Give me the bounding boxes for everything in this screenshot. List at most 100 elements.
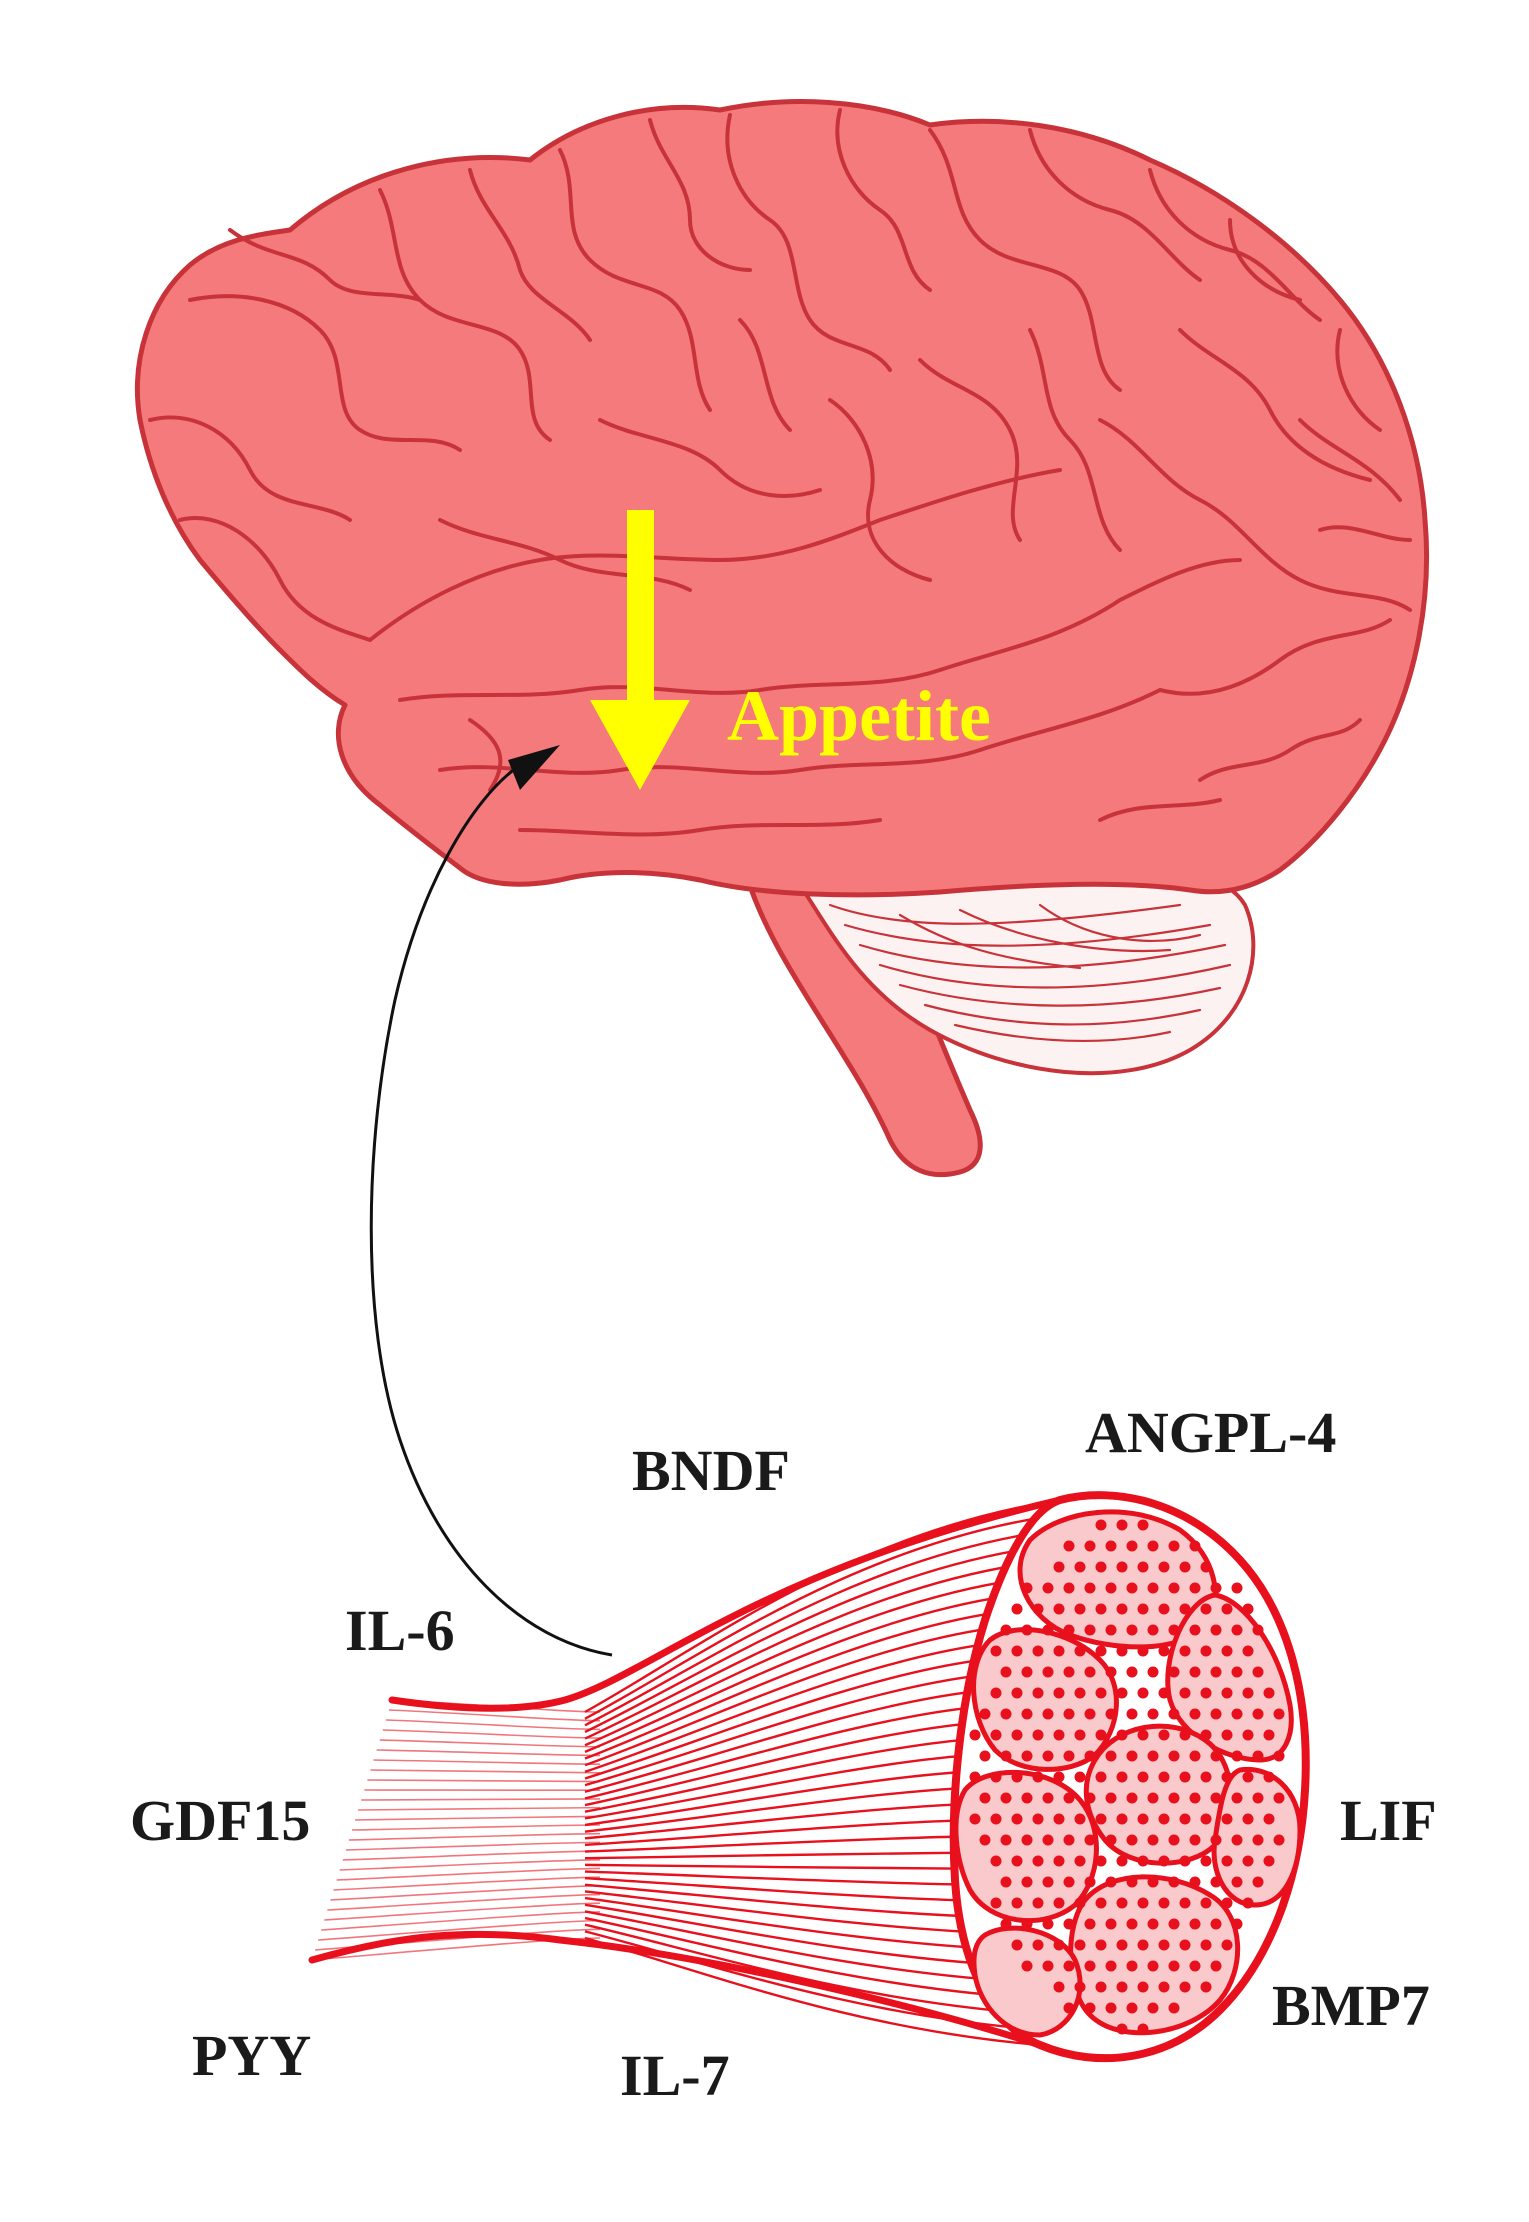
fiber-dot [990, 1729, 1002, 1741]
fiber-dot [1000, 1708, 1012, 1720]
muscle-fiber [584, 1890, 987, 1934]
fiber-dot [1063, 1918, 1075, 1930]
fiber-dot [1147, 1624, 1159, 1636]
fiber-dot [1105, 1540, 1117, 1552]
muscle-fiber [584, 1916, 1016, 1999]
fiber-dot [1084, 1834, 1096, 1846]
fiber-dot [1137, 2023, 1149, 2035]
fiber-dot [1095, 1519, 1107, 1531]
fiber-dot [1095, 1813, 1107, 1825]
fiber-dot [1105, 1834, 1117, 1846]
fiber-dot [1042, 1834, 1054, 1846]
muscle-fibers [584, 1498, 1061, 2047]
fiber-dot [1273, 1834, 1285, 1846]
fiber-dot [1221, 1897, 1233, 1909]
muscle-fiber [584, 1514, 1051, 1720]
label-pyy: PYY [192, 2023, 311, 2088]
fiber-dot [1231, 1918, 1243, 1930]
fiber-dot [1242, 1645, 1254, 1657]
fiber-dot [1147, 1540, 1159, 1552]
fiber-dot [1168, 1960, 1180, 1972]
muscle-fiber [584, 1910, 1009, 1983]
fiber-dot [1189, 1792, 1201, 1804]
fiber-dot [1074, 1813, 1086, 1825]
fiber-dot [1011, 1603, 1023, 1615]
tendon-fiber [367, 1779, 601, 1783]
fiber-dot [1084, 1708, 1096, 1720]
fiber-dot [1200, 1603, 1212, 1615]
fiber-dot [1063, 1750, 1075, 1762]
fiber-dot [979, 1834, 991, 1846]
fiber-dot [1210, 1792, 1222, 1804]
fiber-dot [1147, 1792, 1159, 1804]
muscle-fiber [584, 1819, 957, 1847]
fiber-dot [1252, 1834, 1264, 1846]
fiber-dot [1074, 1561, 1086, 1573]
fiber-dot [1231, 1666, 1243, 1678]
fiber-dot [1147, 1582, 1159, 1594]
muscle-fiber [584, 1835, 960, 1853]
fiber-dot [1011, 1813, 1023, 1825]
fiber-dot [1011, 1897, 1023, 1909]
fiber-dot [1189, 1750, 1201, 1762]
muscle-fiber [584, 1611, 999, 1760]
fiber-dot [1231, 1876, 1243, 1888]
tendon-fiber [351, 1824, 601, 1831]
fiber-dot [1168, 1708, 1180, 1720]
muscle-fiber [584, 1771, 956, 1827]
fiber-dot [1210, 1834, 1222, 1846]
fiber-dot [1095, 1939, 1107, 1951]
fiber-dot [1137, 1603, 1149, 1615]
tendon-fiber [376, 1749, 601, 1757]
fiber-dot [1126, 1582, 1138, 1594]
fiber-dot [1116, 1855, 1128, 1867]
fiber-dot [1137, 1981, 1149, 1993]
fiber-dot [1252, 1666, 1264, 1678]
brain-sulci [148, 108, 1412, 837]
fiber-dot [1032, 1939, 1044, 1951]
fiber-dot [1231, 1582, 1243, 1594]
fiber-dot [1000, 1834, 1012, 1846]
fiber-dot [1063, 1960, 1075, 1972]
fiber-dot [1168, 1582, 1180, 1594]
fiber-dot [1179, 1561, 1191, 1573]
muscle-fiber [584, 1803, 956, 1840]
tendon-fiber [370, 1769, 601, 1774]
fiber-dot [979, 1792, 991, 1804]
muscle-fiber [584, 1876, 976, 1902]
fiber-dot [1263, 1771, 1275, 1783]
fiber-dot [1042, 1792, 1054, 1804]
muscle-fiber [584, 1691, 969, 1793]
fiber-dot [1221, 1939, 1233, 1951]
fiber-dot [1105, 1750, 1117, 1762]
fiber-dot [1179, 1687, 1191, 1699]
fiber-dot [1263, 1855, 1275, 1867]
fiber-dot [1231, 1792, 1243, 1804]
fiber-dot [1021, 1834, 1033, 1846]
fiber-dot [969, 1813, 981, 1825]
fiber-dot [1053, 1813, 1065, 1825]
fiber-dot [1168, 2002, 1180, 2014]
fiber-dot [1200, 1729, 1212, 1741]
fiber-dot [1011, 1645, 1023, 1657]
tendon-fiber [348, 1832, 601, 1841]
fiber-dot [1189, 1960, 1201, 1972]
fiber-dot [1273, 1750, 1285, 1762]
fiber-dot [1063, 1876, 1075, 1888]
tendon-fiber [342, 1850, 601, 1861]
fiber-dot [1158, 1981, 1170, 1993]
fiber-dot [1168, 1918, 1180, 1930]
fiber-dot [979, 1708, 991, 1720]
fiber-dot [1158, 1687, 1170, 1699]
fiber-dot [1116, 1645, 1128, 1657]
fiber-dot [1042, 1750, 1054, 1762]
muscle-fiber [584, 1923, 1024, 2015]
fiber-dot [1116, 1561, 1128, 1573]
muscle-fiber [584, 1627, 992, 1767]
fiber-dot [1116, 1603, 1128, 1615]
fiber-dot [1053, 1771, 1065, 1783]
fiber-dot [1000, 1750, 1012, 1762]
fiber-dot [1126, 1666, 1138, 1678]
fiber-dot [1063, 1708, 1075, 1720]
